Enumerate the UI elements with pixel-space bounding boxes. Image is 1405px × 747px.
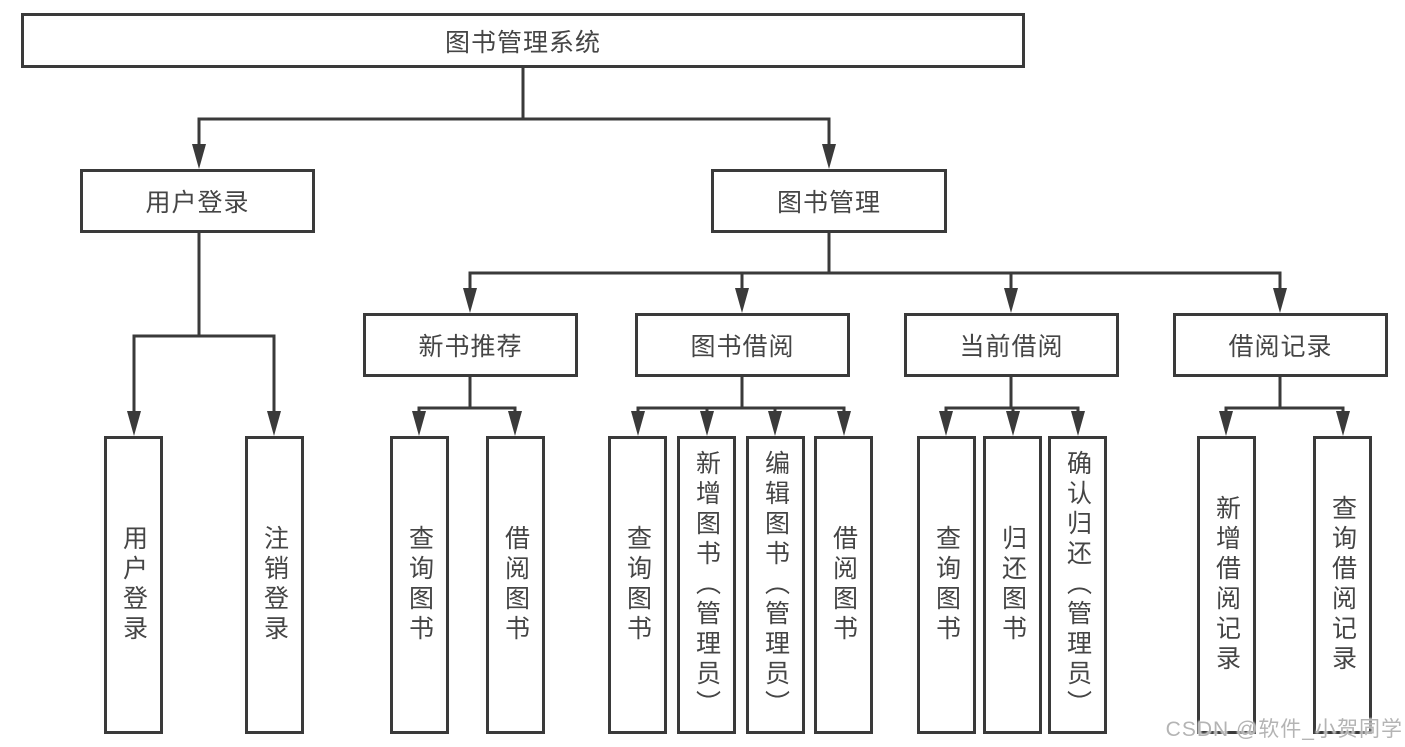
leaf-add-borrow-record: 新增借阅记录 bbox=[1197, 436, 1256, 734]
leaf-logout: 注销登录 bbox=[245, 436, 304, 734]
leaf-query-books: 查询图书 bbox=[390, 436, 449, 734]
arrowheads bbox=[127, 144, 1350, 436]
leaf-borrow-books: 借阅图书 bbox=[486, 436, 545, 734]
leaf-edit-book-admin: 编辑图书（管理员） bbox=[746, 436, 805, 734]
leaf-return-books: 归还图书 bbox=[983, 436, 1042, 734]
leaf-borrow-books: 借阅图书 bbox=[814, 436, 873, 734]
leaf-query-books: 查询图书 bbox=[917, 436, 976, 734]
node-book-borrowing: 图书借阅 bbox=[635, 313, 850, 377]
csdn-watermark: CSDN @软件_小贺同学 bbox=[1165, 718, 1403, 741]
leaf-user-login: 用户登录 bbox=[104, 436, 163, 734]
node-user-login: 用户登录 bbox=[80, 169, 315, 233]
leaf-query-books: 查询图书 bbox=[608, 436, 667, 734]
node-book-management: 图书管理 bbox=[711, 169, 947, 233]
node-new-book-recommendation: 新书推荐 bbox=[363, 313, 578, 377]
leaf-add-book-admin: 新增图书（管理员） bbox=[677, 436, 736, 734]
leaf-confirm-return-admin: 确认归还（管理员） bbox=[1048, 436, 1107, 734]
node-current-borrowing: 当前借阅 bbox=[904, 313, 1119, 377]
leaf-query-borrow-record: 查询借阅记录 bbox=[1313, 436, 1372, 734]
node-library-management-system: 图书管理系统 bbox=[21, 13, 1025, 68]
node-borrowing-records: 借阅记录 bbox=[1173, 313, 1388, 377]
